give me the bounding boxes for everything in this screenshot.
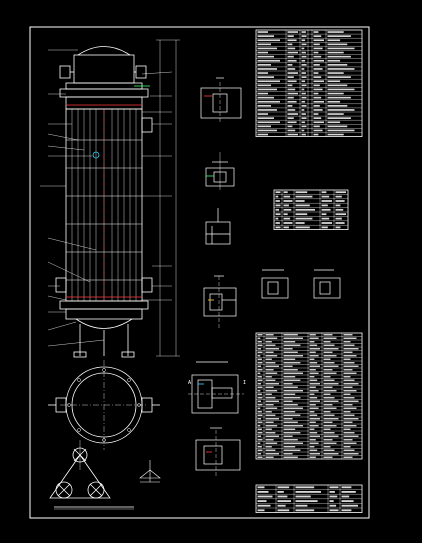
- detail-sketch-8: [313, 269, 341, 299]
- nozzle-table: [273, 189, 349, 230]
- vessel-plan-view: [48, 360, 160, 450]
- detail-sketch-4: [203, 275, 237, 330]
- detail-sketch-3: [205, 208, 231, 245]
- leader-lines-left: [40, 49, 105, 347]
- detail-accents: [198, 95, 214, 453]
- detail-label-i: I: [243, 380, 246, 386]
- sheet-border: [29, 26, 370, 519]
- detail-label-a: A: [188, 380, 191, 386]
- detail-sketch-6: [195, 427, 241, 478]
- detail-sketch-1: [200, 77, 242, 124]
- leader-lines-right: [141, 71, 173, 301]
- vessel-elevation: [55, 39, 180, 358]
- vessel-accents: [66, 85, 150, 301]
- detail-sketch-2: [205, 152, 235, 190]
- detail-sketch-7: [261, 269, 289, 299]
- design-data-table: [255, 29, 363, 137]
- detail-sketch-5: [188, 361, 244, 414]
- support-detail: [49, 440, 134, 510]
- title-block: [255, 484, 363, 514]
- parts-list-table: [255, 332, 363, 460]
- small-detail-marker: [139, 460, 161, 483]
